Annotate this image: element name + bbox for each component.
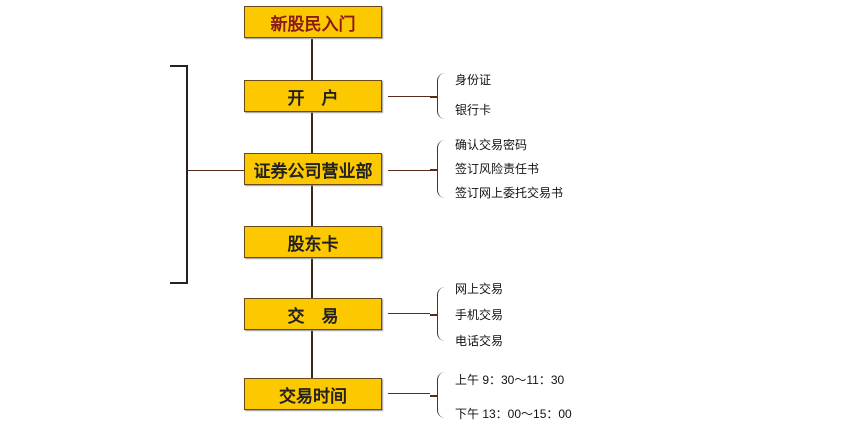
brace bbox=[430, 372, 448, 418]
brace bbox=[430, 73, 448, 119]
connector bbox=[388, 393, 430, 394]
connector bbox=[388, 170, 430, 171]
step-trading-hours: 交易时间 bbox=[244, 378, 382, 410]
step-brokerage: 证券公司营业部 bbox=[244, 153, 382, 185]
detail-confirm-password: 确认交易密码 bbox=[455, 138, 528, 152]
connector bbox=[311, 185, 313, 226]
connector bbox=[311, 39, 313, 80]
detail-online-agreement: 签订网上委托交易书 bbox=[455, 186, 564, 200]
detail-mobile-trading: 手机交易 bbox=[455, 308, 504, 322]
detail-online-trading: 网上交易 bbox=[455, 282, 504, 296]
detail-bank-card: 银行卡 bbox=[455, 103, 492, 117]
connector bbox=[311, 112, 313, 153]
connector bbox=[187, 170, 244, 171]
left-bracket bbox=[186, 65, 188, 284]
connector bbox=[311, 258, 313, 298]
step-trading: 交 易 bbox=[244, 298, 382, 330]
step-open-account: 开 户 bbox=[244, 80, 382, 112]
step-new-investor: 新股民入门 bbox=[244, 6, 382, 38]
connector bbox=[311, 330, 313, 378]
detail-risk-agreement: 签订风险责任书 bbox=[455, 162, 540, 176]
detail-afternoon-hours: 下午 13：00～15：00 bbox=[455, 407, 572, 421]
connector bbox=[388, 96, 430, 97]
detail-morning-hours: 上午 9：30～11：30 bbox=[455, 373, 565, 387]
step-shareholder-card: 股东卡 bbox=[244, 226, 382, 258]
connector bbox=[388, 313, 430, 314]
left-bracket-top bbox=[170, 65, 187, 67]
detail-phone-trading: 电话交易 bbox=[455, 334, 504, 348]
detail-id-card: 身份证 bbox=[455, 73, 492, 87]
left-bracket-bottom bbox=[170, 282, 187, 284]
brace bbox=[430, 287, 448, 341]
brace bbox=[430, 140, 448, 198]
